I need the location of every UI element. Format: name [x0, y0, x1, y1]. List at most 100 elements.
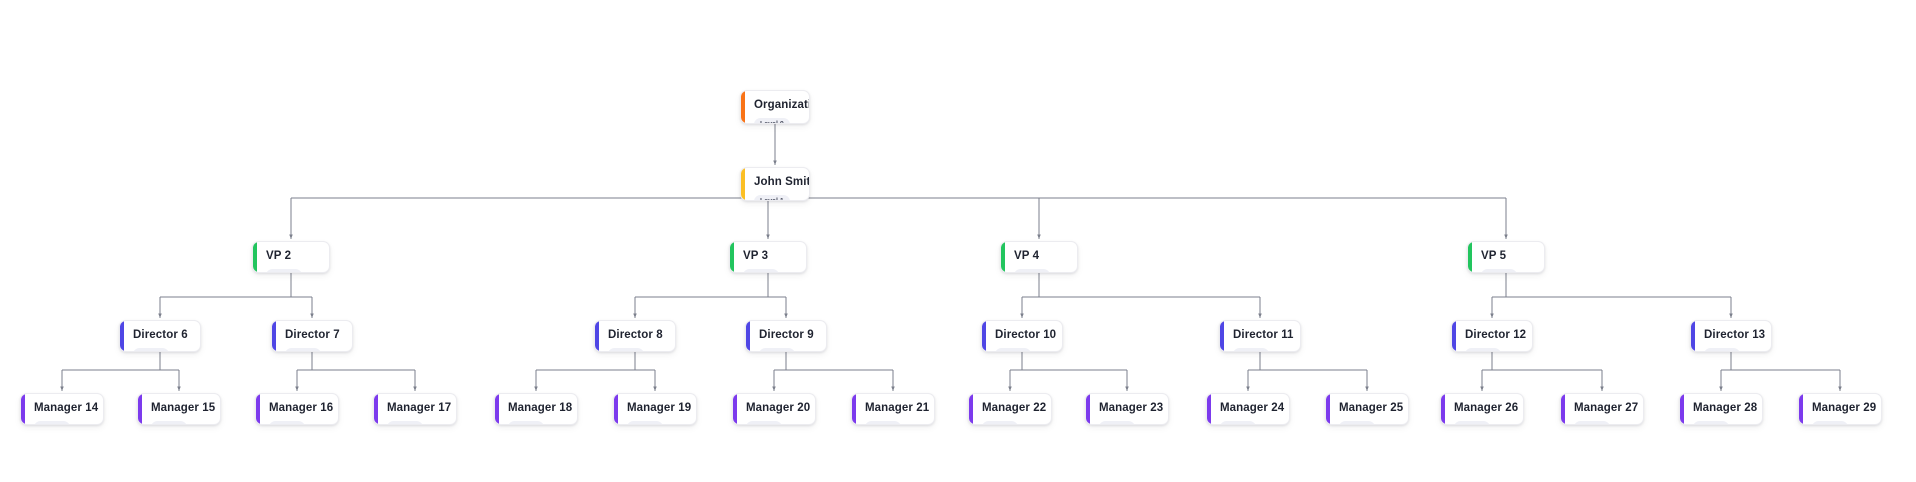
- node-level-badge: Level 3: [759, 348, 795, 351]
- node-title: VP 2: [266, 250, 292, 262]
- node-level-badge: Level 2: [743, 269, 779, 272]
- node-level-badge: Level 3: [608, 348, 644, 351]
- node-title: Manager 24: [1220, 402, 1285, 414]
- org-node[interactable]: VP 2 Level 2: [252, 241, 330, 273]
- node-title: VP 3: [743, 250, 769, 262]
- node-accent-bar: [1001, 242, 1005, 272]
- node-level-badge: Level 3: [1233, 348, 1269, 351]
- node-level-badge: Level 4: [1099, 421, 1135, 424]
- org-node[interactable]: Manager 18Level 4: [494, 393, 578, 425]
- node-title: Manager 20: [746, 402, 811, 414]
- org-node[interactable]: Director 7Level 3: [271, 320, 353, 352]
- node-accent-bar: [1086, 394, 1090, 424]
- node-accent-bar: [120, 321, 124, 351]
- node-accent-bar: [741, 91, 745, 123]
- org-node[interactable]: Director 6 Level 3: [119, 320, 201, 352]
- node-accent-bar: [730, 242, 734, 272]
- org-node[interactable]: VP 4 Level 2: [1000, 241, 1078, 273]
- node-title: Director 11: [1233, 329, 1294, 341]
- node-title: Manager 15: [151, 402, 216, 414]
- node-title: Manager 22: [982, 402, 1047, 414]
- node-level-badge: Level 2: [266, 269, 302, 272]
- org-node[interactable]: Manager 27 Level 4: [1560, 393, 1644, 425]
- org-node[interactable]: Director 10Level 3: [981, 320, 1063, 352]
- node-accent-bar: [1799, 394, 1803, 424]
- node-accent-bar: [1326, 394, 1330, 424]
- node-accent-bar: [1207, 394, 1211, 424]
- node-level-badge: Level 4: [1574, 421, 1610, 424]
- node-level-badge: Level 3: [995, 348, 1031, 351]
- node-title: Director 6: [133, 329, 188, 341]
- node-accent-bar: [746, 321, 750, 351]
- node-title: VP 5: [1481, 250, 1507, 262]
- org-node[interactable]: Director 13 Level 3: [1690, 320, 1772, 352]
- node-level-badge: Level 4: [1693, 421, 1729, 424]
- org-node[interactable]: Manager 20 Level 4: [732, 393, 816, 425]
- node-accent-bar: [256, 394, 260, 424]
- node-title: Manager 23: [1099, 402, 1164, 414]
- node-accent-bar: [1220, 321, 1224, 351]
- node-level-badge: Level 3: [1465, 348, 1501, 351]
- node-level-badge: Level 4: [627, 421, 663, 424]
- org-node[interactable]: VP 5Level 2: [1467, 241, 1545, 273]
- node-level-badge: Level 4: [387, 421, 423, 424]
- node-accent-bar: [595, 321, 599, 351]
- node-title: VP 4: [1014, 250, 1040, 262]
- org-node[interactable]: Director 12 Level 3: [1451, 320, 1533, 352]
- node-title: Director 12: [1465, 329, 1527, 341]
- node-accent-bar: [21, 394, 25, 424]
- node-level-badge: Level 3: [133, 348, 169, 351]
- org-node[interactable]: Manager 25Level 4: [1325, 393, 1409, 425]
- node-level-badge: Level 4: [1220, 421, 1256, 424]
- node-level-badge: Level 4: [982, 421, 1018, 424]
- node-title: Manager 18: [508, 402, 573, 414]
- node-accent-bar: [1441, 394, 1445, 424]
- org-node[interactable]: OrganizationLevel 0: [740, 90, 810, 124]
- node-level-badge: Level 4: [34, 421, 70, 424]
- org-node[interactable]: Manager 28 Level 4: [1679, 393, 1763, 425]
- org-node[interactable]: Manager 22 Level 4: [968, 393, 1052, 425]
- org-node[interactable]: Manager 24 Level 4: [1206, 393, 1290, 425]
- node-title: Manager 14: [34, 402, 99, 414]
- node-accent-bar: [1680, 394, 1684, 424]
- node-title: Manager 29: [1812, 402, 1877, 414]
- node-accent-bar: [138, 394, 142, 424]
- node-title: Organization: [754, 99, 809, 111]
- node-accent-bar: [253, 242, 257, 272]
- node-level-badge: Level 2: [1014, 269, 1050, 272]
- node-level-badge: Level 4: [151, 421, 187, 424]
- node-title: Director 13: [1704, 329, 1766, 341]
- org-node[interactable]: Manager 23 Level 4: [1085, 393, 1169, 425]
- org-node[interactable]: John SmithLevel 1: [740, 167, 810, 201]
- node-level-badge: Level 4: [1454, 421, 1490, 424]
- node-level-badge: Level 4: [746, 421, 782, 424]
- node-title: Manager 28: [1693, 402, 1758, 414]
- org-node[interactable]: Manager 21Level 4: [851, 393, 935, 425]
- node-level-badge: Level 3: [285, 348, 321, 351]
- org-node[interactable]: Manager 15 Level 4: [137, 393, 221, 425]
- node-level-badge: Level 4: [865, 421, 901, 424]
- org-node[interactable]: VP 3 Level 2: [729, 241, 807, 273]
- org-node[interactable]: Director 8Level 3: [594, 320, 676, 352]
- node-level-badge: Level 4: [269, 421, 305, 424]
- org-node[interactable]: Director 11 Level 3: [1219, 320, 1301, 352]
- node-accent-bar: [741, 168, 745, 200]
- org-node[interactable]: Manager 29 Level 4: [1798, 393, 1882, 425]
- node-level-badge: Level 4: [1812, 421, 1848, 424]
- org-node[interactable]: Manager 17 Level 4: [373, 393, 457, 425]
- node-level-badge: Level 1: [754, 195, 790, 200]
- org-node[interactable]: Director 9Level 3: [745, 320, 827, 352]
- org-node[interactable]: Manager 14 Level 4: [20, 393, 104, 425]
- node-accent-bar: [969, 394, 973, 424]
- node-title: Manager 16: [269, 402, 334, 414]
- node-title: Manager 27: [1574, 402, 1639, 414]
- node-title: Manager 17: [387, 402, 452, 414]
- org-node[interactable]: Manager 26 Level 4: [1440, 393, 1524, 425]
- node-level-badge: Level 3: [1704, 348, 1740, 351]
- node-accent-bar: [272, 321, 276, 351]
- node-accent-bar: [614, 394, 618, 424]
- org-node[interactable]: Manager 19Level 4: [613, 393, 697, 425]
- org-node[interactable]: Manager 16 Level 4: [255, 393, 339, 425]
- node-title: Manager 26: [1454, 402, 1519, 414]
